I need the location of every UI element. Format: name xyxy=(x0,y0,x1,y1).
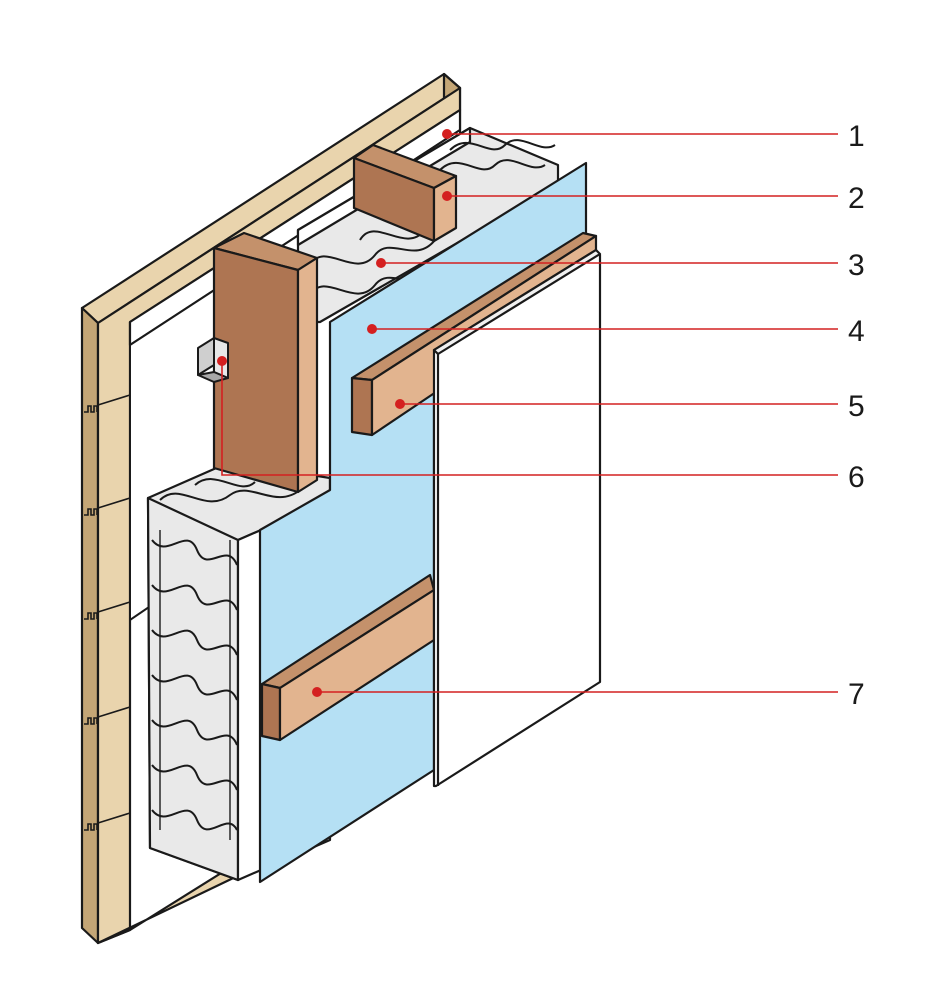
callout-dot-3 xyxy=(376,258,386,268)
callout-label-3: 3 xyxy=(848,249,865,282)
callout-dot-4 xyxy=(367,324,377,334)
callout-dot-2 xyxy=(442,191,452,201)
callout-label-1: 1 xyxy=(848,120,865,153)
timber-stud-tall xyxy=(212,231,319,494)
callout-label-5: 5 xyxy=(848,390,865,423)
callout-dot-1 xyxy=(442,129,452,139)
frame-joint-marks xyxy=(84,394,131,831)
insulation-block-waves xyxy=(151,478,301,840)
callout-label-2: 2 xyxy=(848,182,865,215)
callout-dot-6 xyxy=(217,356,227,366)
callout-dot-5 xyxy=(395,399,405,409)
callout-dots xyxy=(217,129,452,697)
callout-label-6: 6 xyxy=(848,461,865,494)
callout-lines xyxy=(221,133,838,693)
callout-label-7: 7 xyxy=(848,678,865,711)
cladding-board xyxy=(432,248,602,788)
callout-dot-7 xyxy=(312,687,322,697)
callout-label-4: 4 xyxy=(848,315,865,348)
batten-upper xyxy=(350,231,598,437)
timber-block-upper xyxy=(352,143,458,243)
callout-labels: 1 2 3 4 5 6 7 xyxy=(848,120,865,711)
